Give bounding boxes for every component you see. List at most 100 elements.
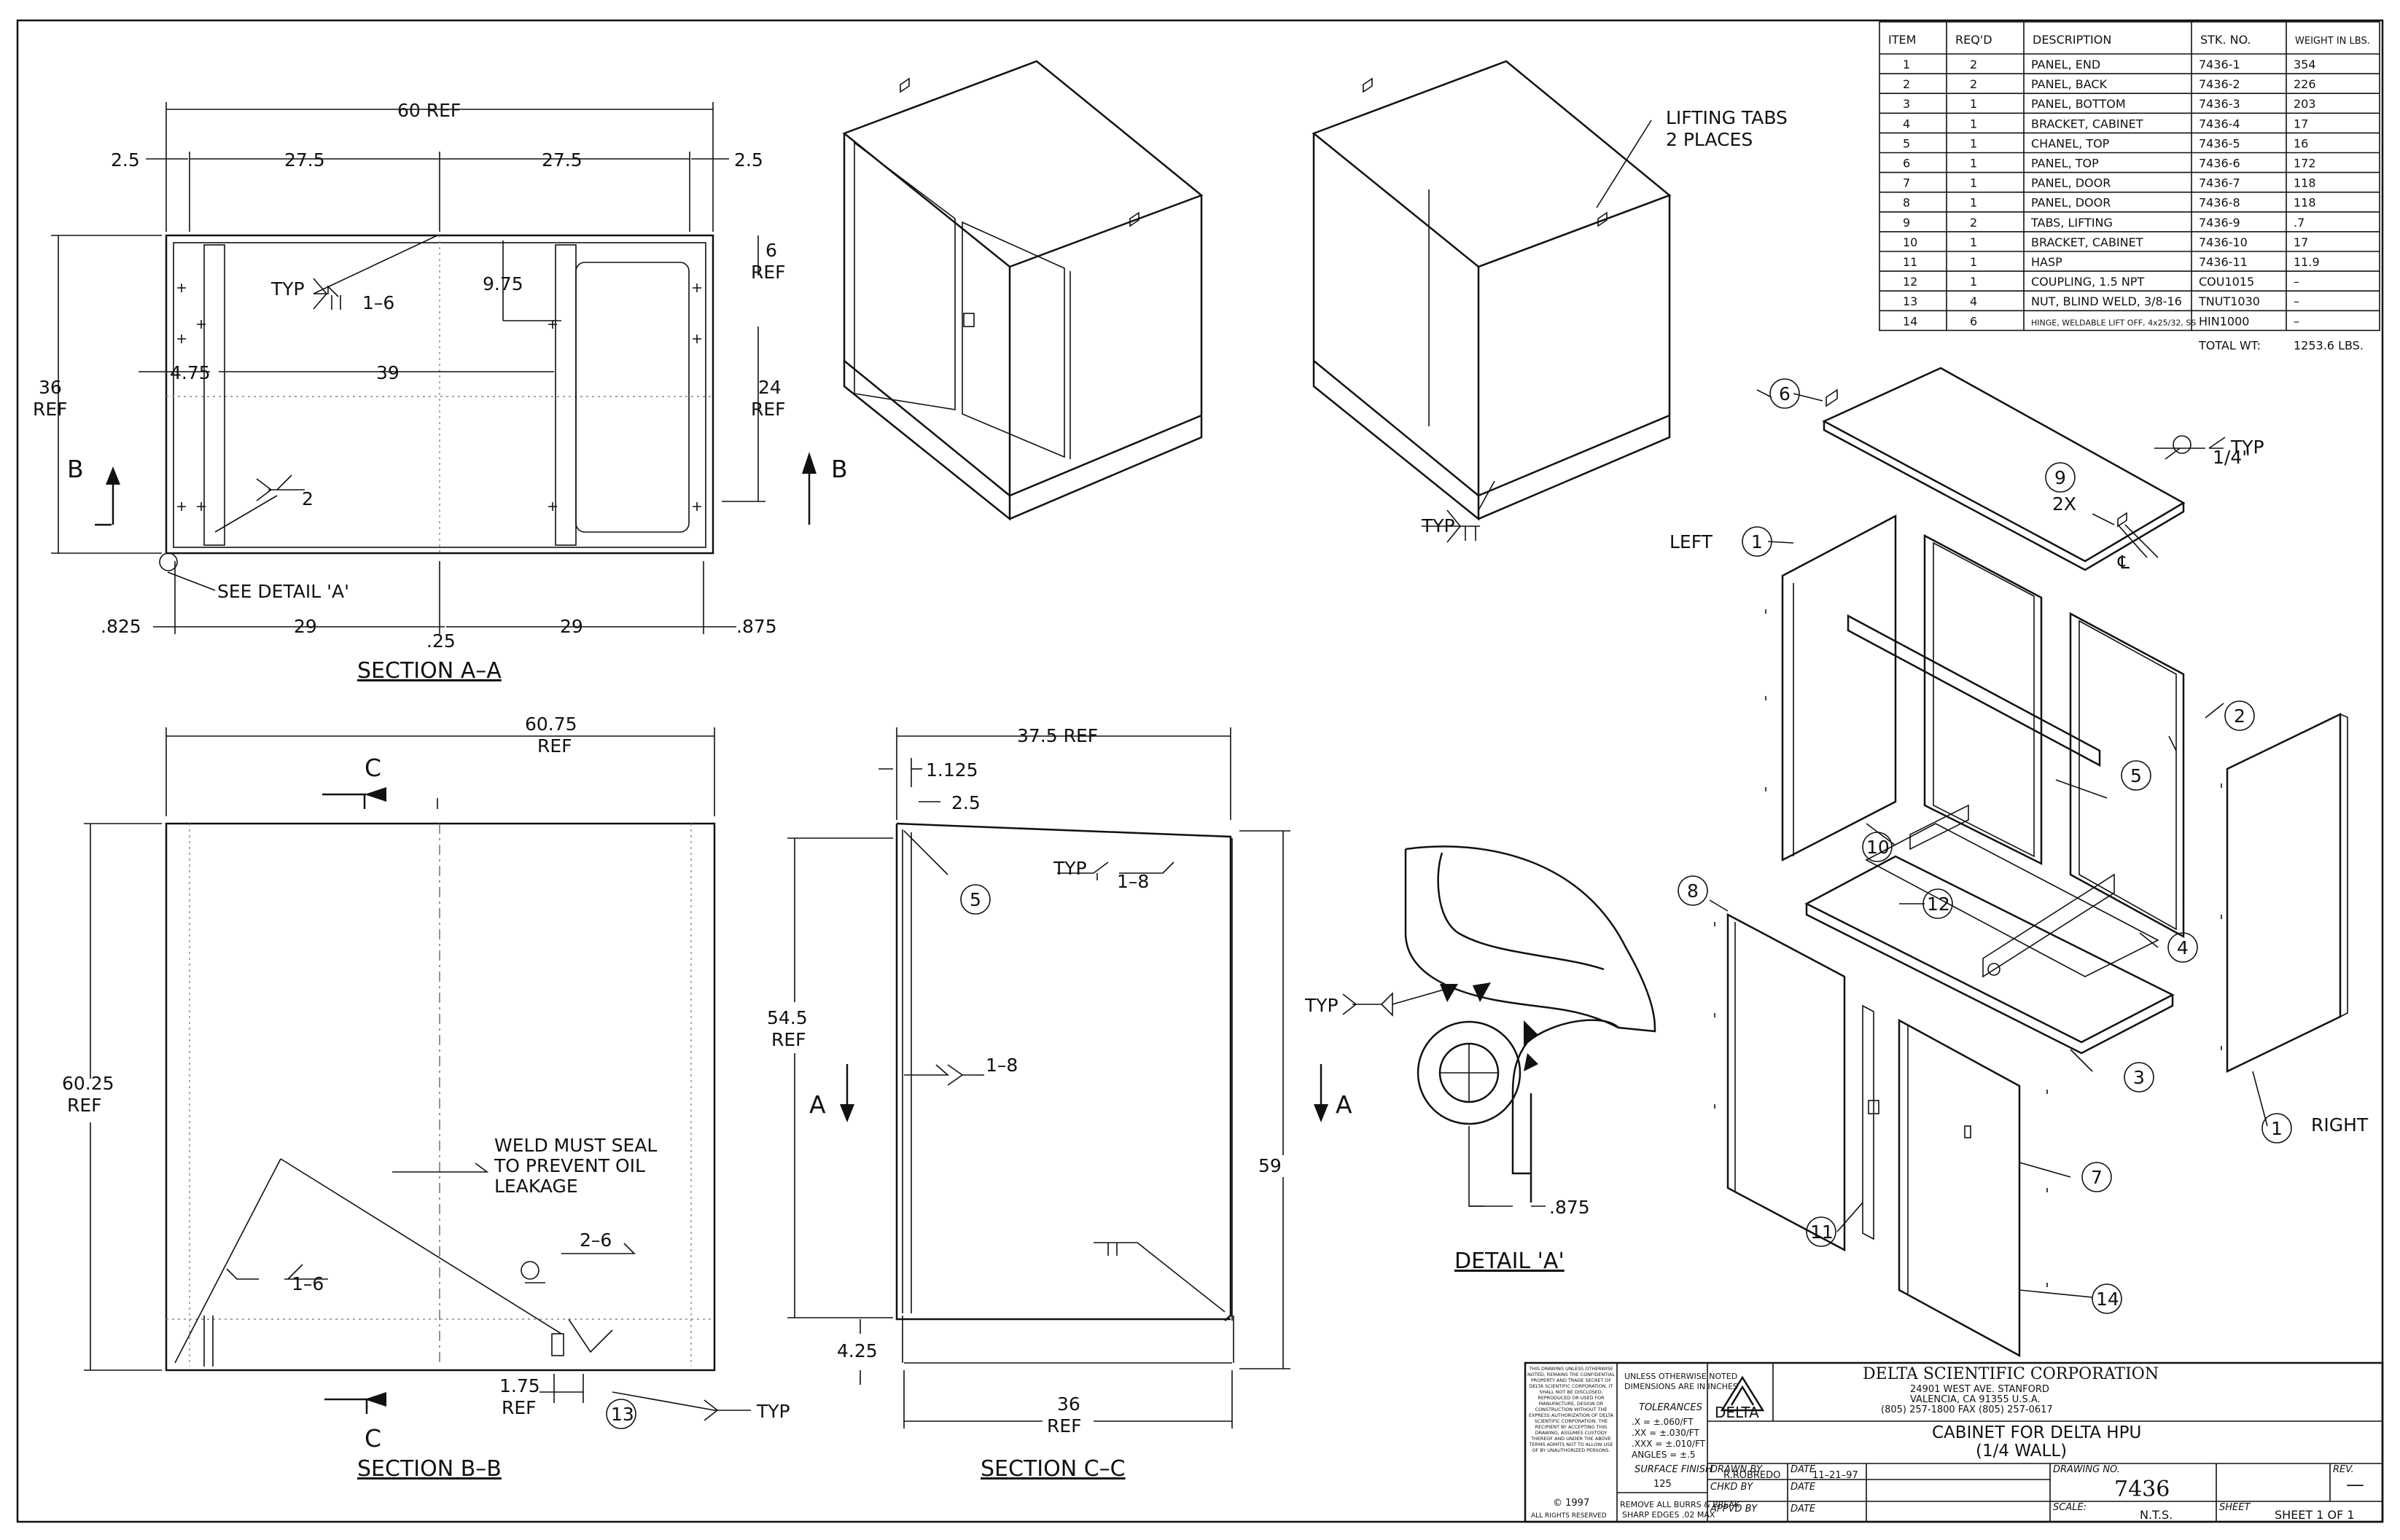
weld-note-1: WELD MUST SEAL — [494, 1135, 657, 1156]
section-b-b-labels: 60.75 REF 60.25 REF C C WELD MUST SEAL T… — [62, 714, 790, 1482]
dim-36-cc: 36 — [1057, 1394, 1080, 1415]
bom-cell: 7436-2 — [2199, 77, 2240, 91]
dim-25: .25 — [426, 630, 456, 652]
bom-cell: HINGE, WELDABLE LIFT OFF, 4x25/32, SS — [2031, 318, 2196, 327]
bom-cell: 1 — [1970, 235, 1977, 249]
dim-36-cc-ref: REF — [1047, 1415, 1082, 1437]
centerline: ℄ — [2117, 552, 2130, 573]
bom-cell: 1 — [1970, 97, 1977, 111]
balloon-circle — [2121, 760, 2151, 791]
bom-cell: 13 — [1903, 294, 1917, 308]
bom-cell: BRACKET, CABINET — [2031, 117, 2143, 130]
bom-cell: PANEL, BACK — [2031, 77, 2108, 91]
drawn-by-value: R.ROBREDO — [1723, 1470, 1780, 1481]
bom-cell: 1 — [1970, 176, 1977, 190]
balloon-6: 6 — [1779, 383, 1791, 404]
section-b-b — [84, 727, 751, 1421]
bom-header-cell: REQ'D — [1955, 33, 1992, 47]
weld-note-3: LEAKAGE — [494, 1176, 578, 1197]
section-a-a-labels: 60 REF 2.5 27.5 27.5 2.5 6 REF 9.75 36 R… — [33, 100, 848, 684]
bom-cell: .7 — [2294, 216, 2304, 230]
bom-cell: 1 — [1970, 117, 1977, 130]
balloon-circle — [1922, 888, 1953, 919]
date-value: 11–21–97 — [1812, 1470, 1858, 1481]
section-c-c-title: SECTION C–C — [981, 1456, 1126, 1482]
dim-59: 59 — [1258, 1155, 1282, 1176]
weld-1-6-bb: 1–6 — [292, 1273, 324, 1294]
bom-header-cell: STK. NO. — [2200, 33, 2251, 47]
balloon-circle — [2081, 1162, 2112, 1192]
title-block-text: THIS DRAWING UNLESS OTHERWISE NOTED, REM… — [1527, 1365, 2364, 1522]
isometric-view-closed — [842, 60, 1204, 521]
dim-2-5-cc: 2.5 — [951, 792, 981, 813]
tolerances-title: TOLERANCES — [1639, 1402, 1702, 1413]
date-label-1: DATE — [1791, 1464, 1816, 1475]
weld-typ: TYP — [270, 278, 305, 300]
title-block — [1524, 1361, 2384, 1523]
bom-cell: 5 — [1903, 136, 1910, 150]
balloon-10: 10 — [1866, 837, 1890, 858]
bom-cell: 7436-1 — [2199, 58, 2240, 71]
balloon-circle — [2224, 700, 2255, 731]
bom-cell: 16 — [2294, 136, 2308, 150]
surface-finish: SURFACE FINISH — [1635, 1464, 1713, 1475]
address-2: VALENCIA, CA 91355 U.S.A. — [1910, 1394, 2041, 1405]
section-b-b-title: SECTION B–B — [357, 1456, 502, 1482]
rev-value: — — [2346, 1474, 2364, 1495]
bom-cell: 354 — [2294, 58, 2316, 71]
dim-27-5-right: 27.5 — [542, 149, 583, 171]
bom-cell: TNUT1030 — [2198, 294, 2260, 308]
lifting-tabs-label: LIFTING TABS — [1666, 107, 1788, 128]
bom-cell: TABS, LIFTING — [2030, 216, 2113, 230]
bom-cell: 11.9 — [2294, 255, 2320, 269]
bom-cell: 8 — [1903, 196, 1910, 210]
balloon-circle — [2124, 1062, 2154, 1093]
address-1: 24901 WEST AVE. STANFORD — [1910, 1384, 2049, 1395]
weld-2-6: 2–6 — [580, 1230, 612, 1251]
copyright: © 1997 — [1553, 1498, 1589, 1509]
dim-36: 36 — [39, 377, 62, 398]
detail-typ: TYP — [1304, 995, 1339, 1016]
rev-label: REV. — [2333, 1464, 2354, 1475]
dim-29-right: 29 — [560, 616, 583, 637]
qty-2x: 2X — [2052, 493, 2076, 515]
balloon-1: 1 — [1751, 531, 1763, 552]
right-label: RIGHT — [2311, 1114, 2369, 1136]
cut-b-left: B — [67, 455, 84, 483]
cut-b-right: B — [831, 455, 848, 483]
bom-cell: 7436-6 — [2199, 157, 2240, 171]
dim-37-5-ref: 37.5 REF — [1017, 725, 1098, 746]
dim-24: 24 — [758, 377, 782, 398]
weld-2: 2 — [302, 488, 313, 509]
drawing-title-2: (1/4 WALL) — [1976, 1442, 2067, 1461]
balloon-13: 13 — [611, 1404, 634, 1425]
dim-4-75: 4.75 — [170, 362, 211, 383]
bom-cell: 203 — [2294, 97, 2316, 111]
address-3: (805) 257-1800 FAX (805) 257-0617 — [1881, 1404, 2053, 1415]
burrs-note-1: REMOVE ALL BURRS & BREAK — [1620, 1500, 1740, 1509]
dim-1-75: 1.75 — [499, 1375, 540, 1396]
dim-825: .825 — [101, 616, 141, 637]
bom-total-value: 1253.6 LBS. — [2294, 338, 2364, 352]
bom-cell: 1 — [1970, 255, 1977, 269]
bom-cell: NUT, BLIND WELD, 3/8-16 — [2031, 294, 2182, 308]
bom-cell: 7436-8 — [2199, 196, 2240, 210]
typ-bb: TYP — [756, 1401, 790, 1422]
places-label: 2 PLACES — [1666, 129, 1753, 150]
bom-cell: 7436-10 — [2199, 235, 2248, 249]
bom-cell: CHANEL, TOP — [2031, 136, 2110, 150]
bom-header-cell: WEIGHT IN LBS. — [2295, 36, 2370, 47]
left-label: LEFT — [1670, 531, 1713, 552]
dim-39: 39 — [376, 362, 400, 383]
dim-24-ref: REF — [751, 399, 786, 420]
typ-cc: TYP — [1053, 858, 1087, 879]
surface-finish-value: 125 — [1653, 1479, 1672, 1490]
cut-a-right: A — [1336, 1090, 1352, 1119]
dim-6: 6 — [765, 240, 777, 261]
exploded-text: LEFT RIGHT TYP 1/4" 2X ℄ — [1670, 437, 2369, 1136]
balloon-circle — [2167, 932, 2198, 963]
sheet-label: SHEET — [2219, 1502, 2251, 1513]
weld-note-2: TO PREVENT OIL — [494, 1155, 645, 1176]
